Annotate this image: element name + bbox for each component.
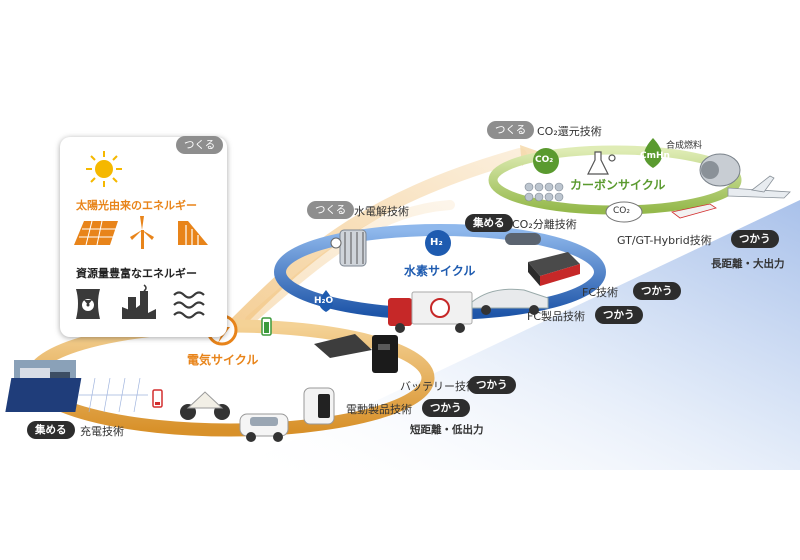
charging-label: 充電技術 (80, 425, 124, 438)
sun-icon (86, 151, 122, 187)
co2-separation-module (524, 182, 564, 202)
geothermal-plant-icon (122, 284, 156, 319)
co2-separation-collect-tag: 集める (465, 214, 513, 232)
resource-icons (76, 284, 205, 319)
reactor-flask-icon (587, 151, 616, 175)
cmhn-drop (643, 138, 663, 168)
solar-panel-icon (74, 221, 118, 245)
electrolysis-label: 水電解技術 (354, 205, 409, 218)
electric-cycle-label: 電気サイクル (187, 353, 259, 367)
hydro-dam-icon (178, 221, 208, 245)
airplane-image (727, 175, 791, 199)
energy-sources-card: つくる 太陽光由来のエネルギー (60, 136, 227, 337)
small-jet-image (671, 203, 717, 219)
co2-separation-label: CO₂分離技術 (512, 218, 577, 231)
h2-label: H₂ (430, 237, 443, 248)
co2-cloud-label: CO₂ (613, 206, 630, 216)
solar-energy-heading: 太陽光由来のエネルギー (76, 199, 197, 212)
fc-products-use-tag: つかう (595, 306, 643, 324)
fc-tech-label: FC技術 (582, 286, 619, 299)
battery-tech-use-tag: つかう (468, 376, 516, 394)
electrolyzer-image (339, 229, 367, 267)
resource-energy-heading: 資源量豊富なエネルギー (76, 267, 197, 280)
cmhn-label: CmHn (640, 151, 670, 161)
fc-unit-image (528, 252, 580, 276)
fc-products-label: FC製品技術 (527, 310, 586, 323)
gt-hybrid-use-tag: つかう (731, 230, 779, 248)
renewable-icons (74, 216, 208, 249)
electric-products-label: 電動製品技術 (346, 403, 412, 416)
charging-collect-tag: 集める (27, 421, 75, 439)
co2-badge-label: CO₂ (535, 155, 554, 165)
co2-separator-image (505, 233, 541, 245)
electrolysis-make-tag: つくる (307, 201, 355, 219)
compact-car-image (239, 413, 289, 442)
bulb-icon (330, 237, 342, 249)
h2o-label: H₂O (314, 296, 334, 306)
background-slope (230, 200, 800, 470)
wind-turbine-icon (130, 216, 154, 249)
solar-panel-image (5, 378, 82, 412)
jet-engine-image (699, 153, 741, 187)
electric-products-use-tag: つかう (422, 399, 470, 417)
fc-tech-use-tag: つかう (633, 282, 681, 300)
h2o-drop (319, 290, 333, 312)
h2-badge (425, 230, 451, 256)
co2-reduction-make-tag: つくる (487, 121, 535, 139)
battery-pack-image (372, 335, 398, 373)
co2-cloud (605, 201, 643, 223)
co2-reduction-label: CO₂還元技術 (537, 125, 602, 138)
battery-tech-label: バッテリー技術 (400, 380, 477, 393)
make-tag: つくる (176, 136, 224, 154)
synthetic-fuel-label: 合成燃料 (666, 141, 703, 151)
fc-truck-image (388, 291, 473, 333)
battery-module-image (314, 334, 372, 358)
long-range-label: 長距離・大出力 (711, 258, 785, 270)
gt-hybrid-label: GT/GT-Hybrid技術 (617, 234, 712, 247)
ocean-wave-icon (173, 291, 205, 319)
carbon-cycle-label: カーボンサイクル (570, 178, 666, 192)
co2-badge (533, 148, 559, 174)
scooter-image (180, 391, 230, 420)
fc-car-image (471, 288, 549, 315)
hydrogen-cycle-label: 水素サイクル (404, 264, 476, 278)
short-range-label: 短距離・低出力 (410, 424, 484, 436)
